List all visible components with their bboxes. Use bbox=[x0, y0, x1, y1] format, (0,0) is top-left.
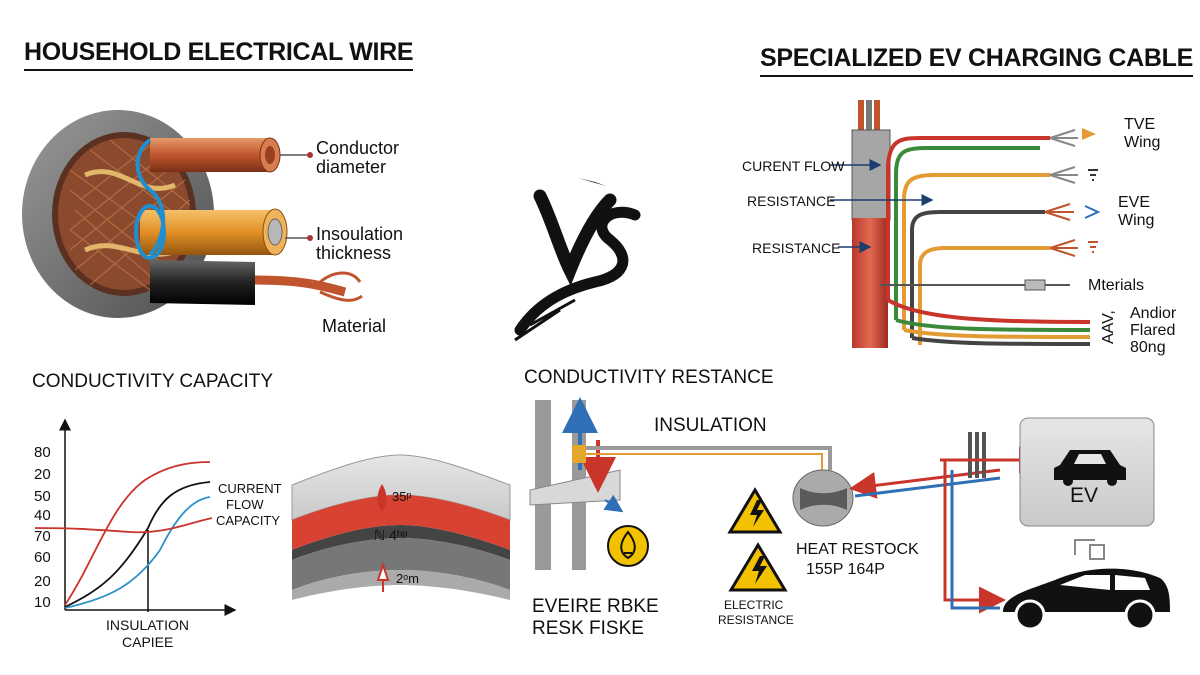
eve-label-line1: EVE bbox=[1118, 194, 1151, 211]
curve-label-line3: CAPACITY bbox=[216, 513, 281, 528]
layered-slab bbox=[291, 454, 511, 600]
eve-label-line2: Wing bbox=[1118, 212, 1155, 229]
bottom-label-line1: EVEIRE RBKE bbox=[532, 596, 659, 617]
series-blue-line bbox=[64, 496, 211, 609]
curve-label-line1: CURRENT bbox=[218, 481, 282, 496]
vs-brush-mark bbox=[514, 178, 641, 342]
y-tick: 20 bbox=[34, 573, 51, 590]
household-wire-illustration bbox=[22, 110, 363, 318]
y-tick: 50 bbox=[34, 488, 51, 505]
andior-label-line3: 80ng bbox=[1130, 339, 1166, 356]
layer-middle-label: ℕ 4ᵇᵖ bbox=[374, 527, 408, 543]
y-tick: 20 bbox=[34, 466, 51, 483]
curve-label-line2: FLOW bbox=[226, 497, 264, 512]
y-tick: 80 bbox=[34, 444, 51, 461]
conductor-label-line1: Conductor bbox=[316, 138, 400, 158]
aav-label: AAV, bbox=[1100, 310, 1117, 344]
x-label-line2: CAPIEE bbox=[122, 634, 174, 650]
series-flat-red-line bbox=[34, 517, 213, 534]
heat-label-line1: HEAT RESTOCK bbox=[796, 541, 919, 558]
insulation-label-line2: thickness bbox=[316, 243, 392, 263]
resistance-label-2: RESISTANCE bbox=[752, 240, 841, 256]
material-label: Material bbox=[322, 316, 387, 336]
bottom-label-line2: RESK FISKE bbox=[532, 618, 644, 639]
conductivity-capacity-title: CONDUCTIVITY CAPACITY bbox=[32, 371, 274, 392]
tve-label-line1: TVE bbox=[1124, 116, 1156, 133]
materials-label: Mterials bbox=[1088, 277, 1145, 294]
electric-label-line1: ELECTRIC bbox=[724, 598, 784, 612]
ev-badge-label: EV bbox=[1070, 484, 1099, 507]
capacity-chart bbox=[34, 418, 237, 616]
ev-cable-title: SPECIALIZED EV CHARGING CABLE bbox=[760, 44, 1193, 77]
y-tick: 40 bbox=[34, 507, 51, 524]
household-wire-title: HOUSEHOLD ELECTRICAL WIRE bbox=[24, 38, 414, 71]
layer-top-label: 35ᵖ bbox=[392, 489, 412, 504]
ev-cable-illustration bbox=[830, 100, 1101, 348]
conductivity-restance-title: CONDUCTIVITY RESTANCE bbox=[524, 367, 774, 388]
conductor-label-line2: diameter bbox=[316, 157, 387, 177]
layer-bottom-label: 2ᵒm bbox=[396, 571, 419, 586]
y-tick: 70 bbox=[34, 528, 51, 545]
resistance-label-1: RESISTANCE bbox=[747, 193, 836, 209]
electric-label-line2: RESISTANCE bbox=[718, 613, 794, 627]
y-tick: 60 bbox=[34, 549, 51, 566]
andior-label-line2: Flared bbox=[1130, 322, 1176, 339]
y-tick: 10 bbox=[34, 594, 51, 611]
andior-label-line1: Andior bbox=[1130, 305, 1177, 322]
heat-label-line2: 155P 164P bbox=[806, 561, 885, 578]
tve-label-line2: Wing bbox=[1124, 134, 1161, 151]
insulation-label: INSULATION bbox=[654, 415, 767, 436]
restance-illustration bbox=[529, 397, 1170, 631]
insulation-label-line1: Insoulation bbox=[316, 224, 404, 244]
current-flow-label: CURENT FLOW bbox=[742, 158, 845, 174]
series-red-line bbox=[64, 461, 211, 606]
series-black-line bbox=[64, 481, 211, 608]
x-label-line1: INSULATION bbox=[106, 617, 189, 633]
